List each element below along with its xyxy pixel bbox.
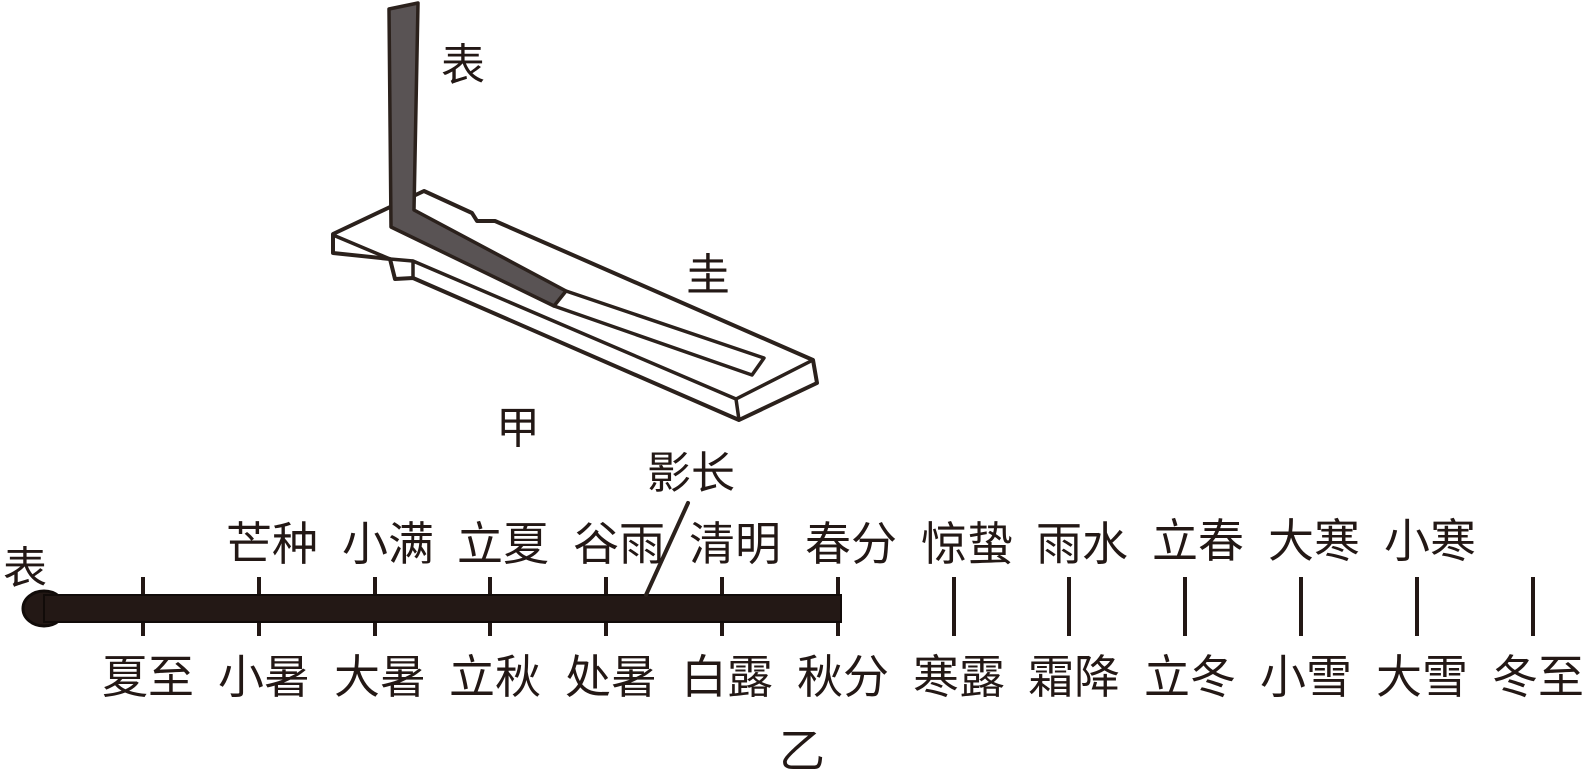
term-above: 小满 [342, 519, 434, 570]
solar-terms-above: 芒种 小满 立夏 谷雨 清明 春分 惊蛰 雨水 立春 大寒 小寒 [226, 516, 1476, 570]
term-below: 寒露 [913, 652, 1005, 703]
shadow-length-label: 影长 [647, 449, 735, 498]
term-above: 春分 [805, 519, 897, 570]
term-above: 立春 [1152, 516, 1244, 567]
biao-pole-and-shadow [387, 1, 568, 308]
term-above: 立夏 [457, 519, 549, 570]
figure-jia-instrument: 表 圭 甲 [331, 1, 819, 453]
figure-yi-scale: 表 影长 芒种 小满 立夏 谷雨 清明 [3, 449, 1584, 775]
term-above: 大寒 [1268, 516, 1360, 567]
term-below: 秋分 [797, 652, 889, 703]
term-below: 大雪 [1376, 652, 1468, 703]
gui-groove [552, 289, 766, 377]
term-above: 清明 [689, 519, 781, 570]
term-above: 小寒 [1384, 516, 1476, 567]
term-below: 小雪 [1260, 652, 1352, 703]
term-below: 冬至 [1492, 652, 1584, 703]
term-below: 立秋 [449, 652, 541, 703]
jia-caption: 甲 [496, 404, 540, 453]
term-above: 芒种 [226, 519, 318, 570]
term-above: 惊蛰 [921, 519, 1013, 570]
solar-terms-below: 夏至 小暑 大暑 立秋 处暑 白露 秋分 寒露 霜降 立冬 小雪 大雪 冬至 [102, 652, 1584, 703]
shadow-bar [43, 594, 842, 623]
term-below: 霜降 [1028, 652, 1120, 703]
term-below: 大暑 [334, 652, 426, 703]
term-below: 小暑 [218, 652, 310, 703]
yi-biao-label: 表 [3, 544, 47, 593]
jia-biao-label: 表 [441, 41, 485, 90]
term-above: 谷雨 [573, 519, 665, 570]
term-below: 白露 [681, 652, 773, 703]
shadow-length-pointer-line [644, 501, 690, 597]
yi-caption: 乙 [779, 726, 825, 775]
term-below: 立冬 [1144, 652, 1236, 703]
gui-base-edges [331, 233, 815, 422]
term-above: 雨水 [1036, 519, 1128, 570]
term-below: 处暑 [565, 652, 657, 703]
jia-gui-label: 圭 [686, 251, 730, 300]
term-below: 夏至 [102, 652, 194, 703]
